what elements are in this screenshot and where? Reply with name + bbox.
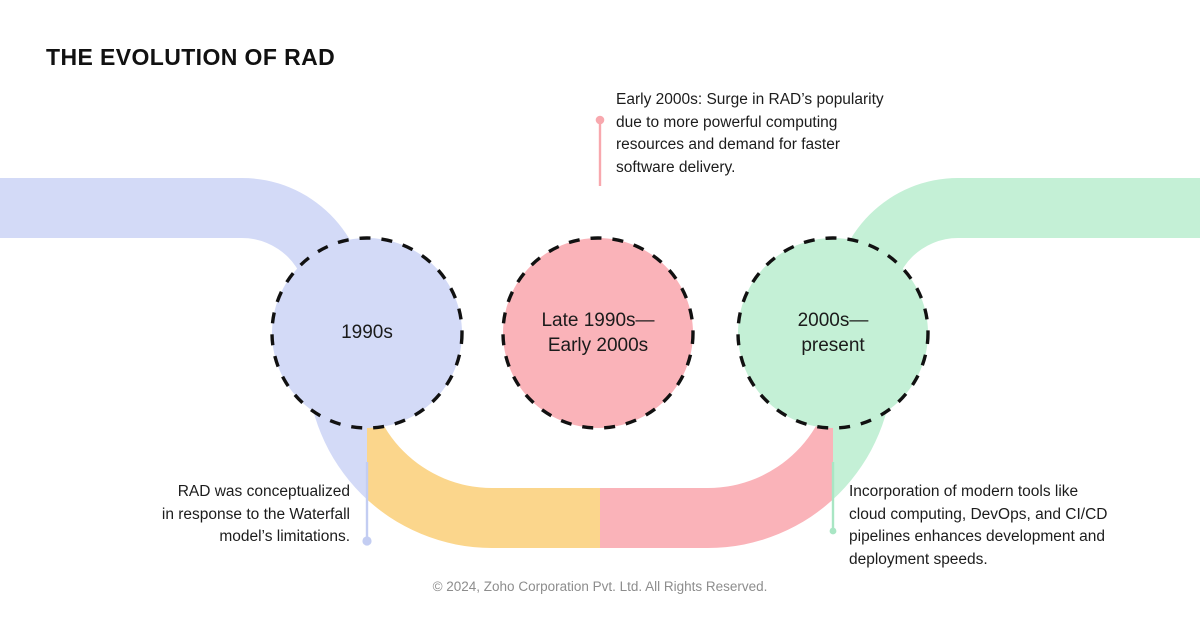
node-circle-2000s-present[interactable]: [736, 236, 930, 430]
annotation-rad-conceptualized: RAD was conceptualized in response to th…: [161, 483, 350, 545]
node-circle-1990s[interactable]: [270, 236, 464, 430]
node-circle-late-1990s-early-2000s[interactable]: [501, 236, 695, 430]
connector-early-2000s: [595, 115, 605, 186]
connector-rad-conceptualized: [362, 462, 372, 546]
footer-copyright: © 2024, Zoho Corporation Pvt. Ltd. All R…: [432, 579, 768, 594]
node-label-1990s: 1990s: [341, 322, 393, 343]
annotation-modern-tools: Incorporation of modern tools like cloud…: [849, 483, 1108, 568]
node-label-2000s-present: 2000s— present: [797, 310, 869, 356]
page-title: THE EVOLUTION OF RAD: [46, 44, 336, 70]
node-label-late-1990s-early-2000s: Late 1990s— Early 2000s: [541, 310, 655, 356]
connector-modern-tools: [829, 462, 837, 535]
timeline-nodes: [270, 236, 930, 430]
annotation-early-2000s: Early 2000s: Surge in RAD’s popularity d…: [616, 91, 884, 176]
